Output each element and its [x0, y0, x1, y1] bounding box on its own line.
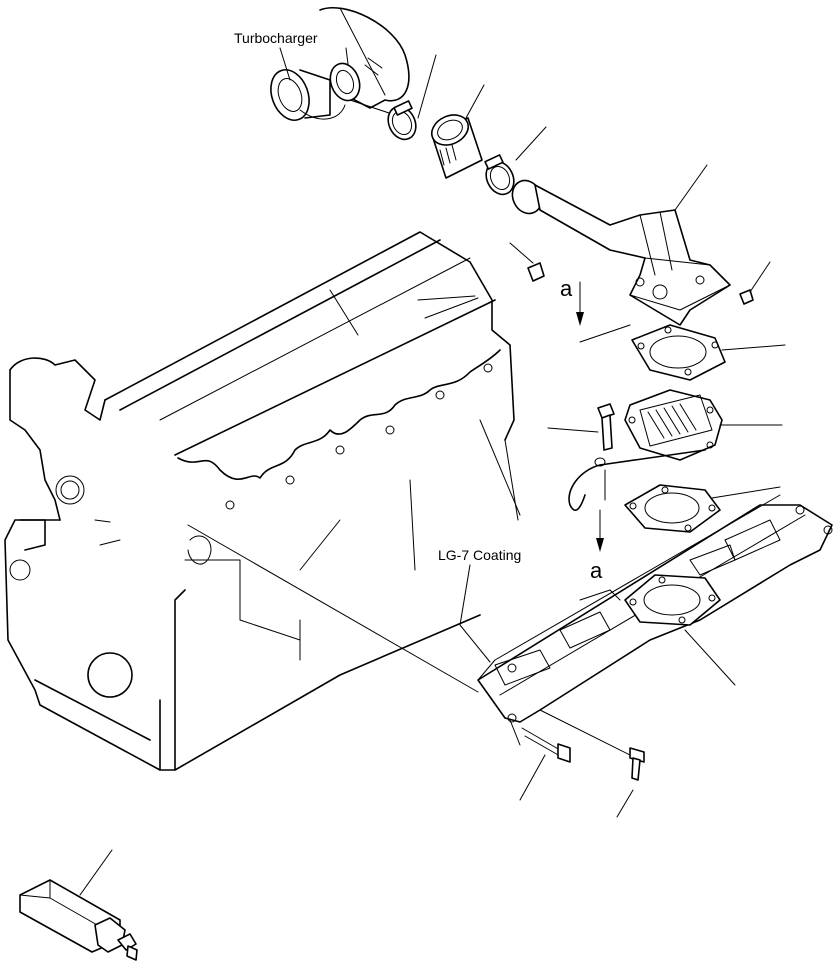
view-a-marker-upper: a — [560, 276, 631, 343]
alignment-line-bolt — [539, 709, 641, 761]
manifold-bolt-short — [616, 747, 645, 818]
intake-heater — [624, 389, 783, 461]
manifold-bolt-long — [519, 727, 571, 801]
connector-bolt-right — [739, 261, 771, 305]
installation-tool — [19, 849, 138, 961]
rubber-hose — [430, 84, 485, 179]
engine-block — [4, 231, 521, 771]
gasket-upper — [631, 324, 786, 381]
coating-label: LG-7 Coating — [438, 547, 521, 563]
view-a-label-lower: a — [590, 558, 603, 583]
gasket-lower — [624, 484, 781, 533]
view-a-label-upper: a — [560, 276, 573, 301]
intake-connector — [511, 164, 731, 326]
turbocharger: Turbocharger — [234, 7, 410, 121]
hose-clamp-lower — [484, 126, 547, 196]
intake-manifold: LG-7 Coating — [438, 494, 833, 746]
heater-bolt — [547, 403, 615, 451]
turbocharger-label: Turbocharger — [234, 30, 318, 46]
alignment-line — [187, 524, 479, 693]
view-a-marker-lower: a — [590, 509, 604, 583]
heater-wire — [568, 449, 706, 511]
connector-bolt-left — [509, 242, 545, 282]
hose-clamp-upper — [387, 54, 437, 141]
